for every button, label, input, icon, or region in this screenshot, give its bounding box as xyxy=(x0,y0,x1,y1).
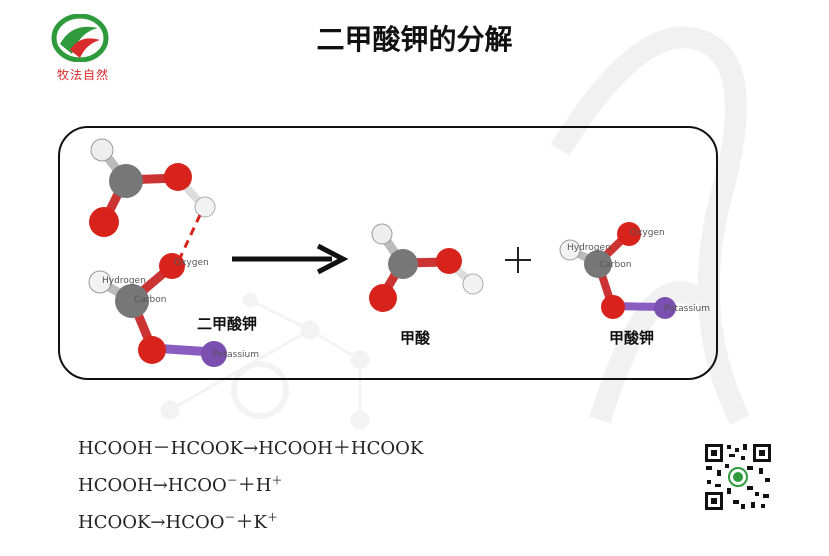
reactant-caption: 二甲酸钾 xyxy=(197,315,258,333)
svg-text:Potassium: Potassium xyxy=(213,350,259,360)
plus-sign xyxy=(505,247,531,273)
svg-text:Carbon: Carbon xyxy=(134,295,166,305)
hydrogen-bond xyxy=(178,214,202,259)
svg-text:Hydrogen: Hydrogen xyxy=(102,276,146,286)
product1-caption: 甲酸 xyxy=(400,329,431,347)
equation-2: HCOOH→HCOO－＋H＋ xyxy=(78,474,283,496)
company-logo xyxy=(51,14,109,62)
equation-1: HCOOH－HCOOK→HCOOH＋HCOOK xyxy=(78,438,424,459)
reaction-panel xyxy=(58,126,718,380)
qr-code xyxy=(703,442,773,512)
svg-text:Carbon: Carbon xyxy=(599,260,631,270)
equation-3: HCOOK→HCOO－＋K＋ xyxy=(78,511,278,533)
svg-text:Oxygen: Oxygen xyxy=(630,228,665,238)
logo-text: 牧法自然 xyxy=(57,68,110,82)
page-title: 二甲酸钾的分解 xyxy=(316,23,513,56)
product-potassium-formate: Hydrogen Oxygen Carbon Potassium xyxy=(559,222,710,319)
product2-caption: 甲酸钾 xyxy=(609,329,655,347)
reaction-arrow xyxy=(232,243,349,275)
svg-text:Potassium: Potassium xyxy=(664,304,710,314)
svg-text:Oxygen: Oxygen xyxy=(174,258,209,268)
reactant-potassium-formate: Hydrogen Oxygen Carbon Potassium xyxy=(88,253,259,367)
product-formic-acid xyxy=(369,223,484,312)
svg-text:Hydrogen: Hydrogen xyxy=(567,243,611,253)
reactant-formic-acid xyxy=(89,138,216,237)
